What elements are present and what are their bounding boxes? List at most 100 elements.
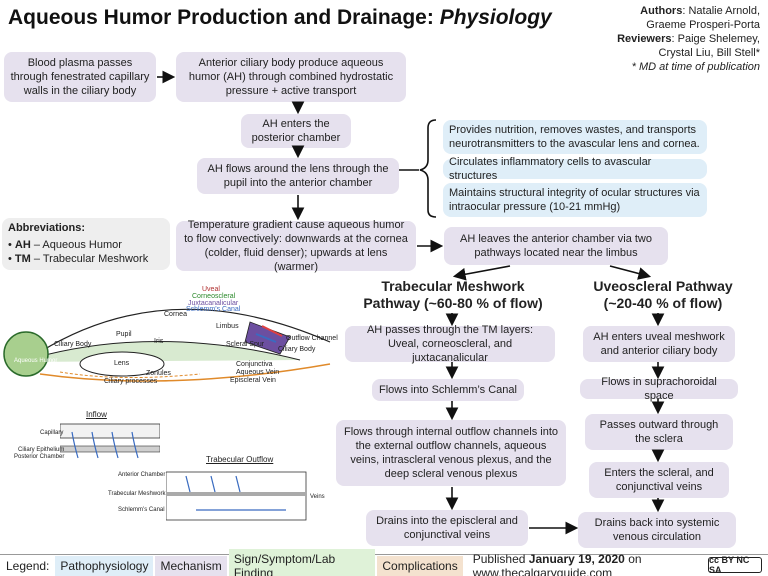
page-title: Aqueous Humor Production and Drainage: P… <box>8 6 552 30</box>
label-corneoscleral: Corneoscleral <box>192 293 236 300</box>
arrow-to-trabecular <box>452 265 511 281</box>
outflow-anterior-label: Anterior Chamber <box>118 472 166 478</box>
reviewers-label: Reviewers <box>617 33 672 45</box>
legend-sign-symptom: Sign/Symptom/Lab Finding <box>228 548 376 576</box>
uveoscleral-step-2: Flows in suprachoroidal space <box>580 376 738 402</box>
inflow-capillary-band <box>60 423 160 439</box>
legend-bar: Legend: Pathophysiology Mechanism Sign/S… <box>0 548 768 576</box>
license-badge: cc BY NC SA <box>708 555 762 575</box>
trabecular-pathway-title: Trabecular Meshwork Pathway (~60-80 % of… <box>363 278 543 311</box>
lens-shape <box>79 351 165 377</box>
inflow-posterior-label: Posterior Chamber <box>14 454 65 460</box>
label-ciliary-processes: Ciliary processes <box>104 378 158 385</box>
outflow-veins-label: Veins <box>310 494 325 500</box>
label-cornea: Cornea <box>164 311 187 318</box>
uveoscleral-step-4: Enters the scleral, and conjunctival vei… <box>589 462 729 498</box>
legend-complications: Complications <box>377 555 463 576</box>
legend-label: Legend: <box>6 558 50 573</box>
trabecular-step-2: Flows into Schlemm’s Canal <box>372 379 524 401</box>
label-juxtacanalicular: Juxtacanalicular <box>188 300 239 307</box>
trabecular-step-4: Drains into the episcleral and conjuncti… <box>366 510 528 546</box>
footnote: * MD at time of publication <box>631 61 760 73</box>
anterior-ciliary-box: Anterior ciliary body produce aqueous hu… <box>176 52 406 102</box>
abbreviation-term: AH <box>14 239 31 251</box>
function-nutrition-box: Provides nutrition, removes wastes, and … <box>443 120 707 154</box>
authors-label: Authors <box>640 5 683 17</box>
abbreviation-meaning: – Aqueous Humor <box>30 239 122 251</box>
aqueous-humor-inset <box>3 331 49 377</box>
label-uveal: Uveal <box>202 286 220 293</box>
published-suffix: on www.thecalgaryguide.com <box>472 551 642 576</box>
abbreviation-item: TM – Trabecular Meshwork <box>8 252 148 266</box>
label-limbus: Limbus <box>216 323 239 330</box>
flows-around-lens-box: AH flows around the lens through the pup… <box>197 158 399 194</box>
inflow-title: Inflow <box>86 410 107 419</box>
inflow-arrow <box>111 431 119 459</box>
eye-anatomy-diagram <box>3 308 331 382</box>
published-date: January 19, 2020 <box>528 551 625 566</box>
enters-posterior-box: AH enters the posterior chamber <box>241 114 351 148</box>
outflow-schlemms-label: Schlemm’s Canal <box>118 507 165 513</box>
abbreviations-list: AH – Aqueous Humor TM – Trabecular Meshw… <box>8 238 148 266</box>
schlemms-canal-shape <box>261 325 283 337</box>
label-iris: Iris <box>154 338 164 345</box>
uveoscleral-step-1: AH enters uveal meshwork and anterior ci… <box>583 326 735 362</box>
outflow-title: Trabecular Outflow <box>206 455 274 464</box>
inflow-arrow <box>131 431 139 459</box>
abbreviations-heading: Abbreviations: <box>8 222 86 234</box>
function-inflammatory-box: Circulates inflammatory cells to avascul… <box>443 156 707 182</box>
abbreviation-term: TM <box>14 253 31 265</box>
inflow-arrow <box>71 431 79 459</box>
label-outflow-channel: Outflow Channel <box>286 335 338 342</box>
uveoscleral-pathway-title: Uveoscleral Pathway (~20-40 % of flow) <box>593 278 733 311</box>
leaves-anterior-box: AH leaves the anterior chamber via two p… <box>444 227 668 265</box>
legend-pathophysiology: Pathophysiology <box>55 555 154 576</box>
outflow-meshwork-label: Trabecular Meshwork <box>108 491 166 497</box>
published-prefix: Published <box>472 551 529 566</box>
label-conjunctiva: Conjunctiva <box>236 361 273 368</box>
label-schlemms: Schlemm’s Canal <box>186 306 241 313</box>
outflow-arrow <box>210 475 216 493</box>
title-sub: Physiology <box>439 6 552 29</box>
authors-block: Authors: Natalie Arnold, Graeme Prosperi… <box>500 4 760 74</box>
outflow-arrow <box>235 475 241 493</box>
cornea-shape <box>39 308 331 353</box>
uveal-layer-shape <box>255 333 277 343</box>
abbreviation-meaning: – Trabecular Meshwork <box>30 253 149 265</box>
label-aqueous-vein: Aqueous Vein <box>236 369 280 376</box>
functions-brace <box>419 119 437 218</box>
blood-plasma-box: Blood plasma passes through fenestrated … <box>4 52 156 102</box>
uveoscleral-step-3: Passes outward through the sclera <box>585 414 733 450</box>
title-main: Aqueous Humor Production and Drainage: <box>8 6 440 29</box>
inflow-epithelium-band <box>60 445 160 453</box>
label-zonules: Zonules <box>146 370 171 377</box>
label-ciliary-body-left: Ciliary Body <box>54 341 92 348</box>
label-scleral-spur: Scleral Spur <box>226 341 265 348</box>
label-lens: Lens <box>114 360 130 367</box>
authors-names-2: Graeme Prosperi-Porta <box>646 19 760 31</box>
abbreviation-item: AH – Aqueous Humor <box>8 238 148 252</box>
published-line: Published January 19, 2020 on www.thecal… <box>473 552 768 576</box>
inflow-arrow <box>91 431 99 459</box>
reviewers-names-2: Crystal Liu, Bill Stell* <box>658 47 760 59</box>
label-episcleral-vein: Episcleral Vein <box>230 377 276 384</box>
label-aqueous-humor: Aqueous Humor <box>14 358 58 364</box>
inflow-diagram <box>60 423 160 459</box>
ciliary-processes-shape <box>39 363 331 382</box>
legend-mechanism: Mechanism <box>155 555 227 576</box>
authors-names-1: Natalie Arnold, <box>688 5 760 17</box>
uveoscleral-step-5: Drains back into systemic venous circula… <box>578 512 736 548</box>
outflow-diagram <box>166 471 307 521</box>
trabecular-step-3: Flows through internal outflow channels … <box>336 420 566 486</box>
reviewers-names-1: Paige Shelemey, <box>677 33 760 45</box>
label-ciliary-body-right: Ciliary Body <box>278 346 316 353</box>
trabecular-step-1: AH passes through the TM layers: Uveal, … <box>345 324 555 364</box>
label-pupil: Pupil <box>116 331 132 338</box>
inflow-capillary-label: Capillary <box>40 430 64 436</box>
function-structural-box: Maintains structural integrity of ocular… <box>443 183 707 217</box>
abbreviations-box: Abbreviations: AH – Aqueous Humor TM – T… <box>2 218 170 270</box>
outflow-arrow <box>185 475 191 493</box>
inflow-epithelium-label: Ciliary Epithelium <box>18 447 65 453</box>
arrow-to-uveoscleral <box>609 265 652 280</box>
temperature-gradient-box: Temperature gradient cause aqueous humor… <box>176 219 416 273</box>
